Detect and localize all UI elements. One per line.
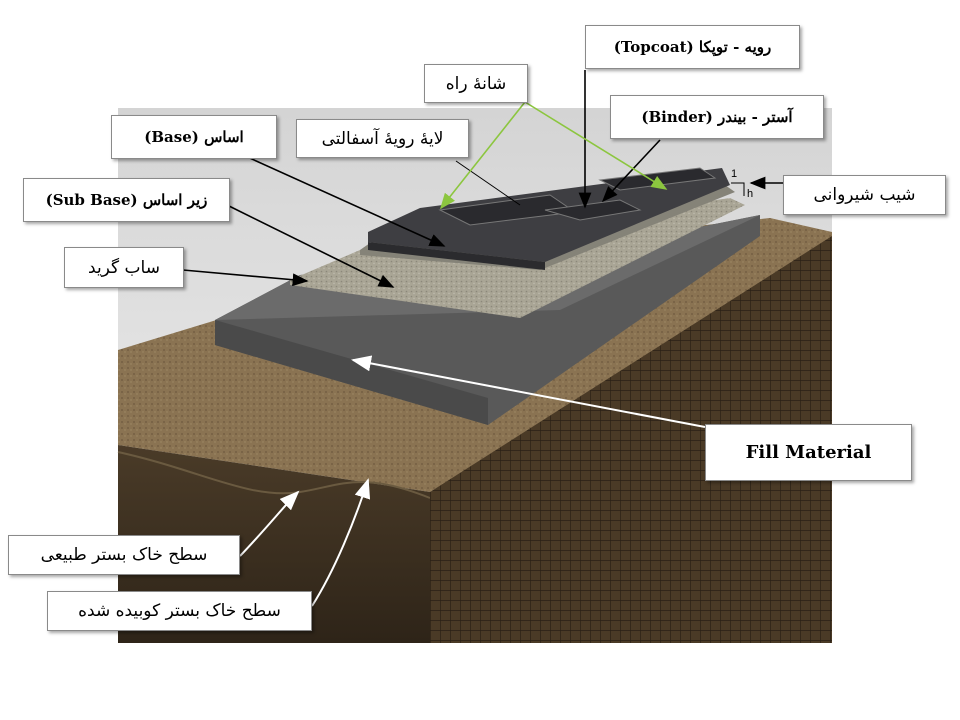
natural-soil-label: سطح خاک بستر طبیعی: [8, 535, 240, 575]
compacted-soil-label: سطح خاک بستر کوبیده شده: [47, 591, 312, 631]
shoulder-label: شانهٔ راه: [424, 64, 528, 103]
natural-soil-callout-line: [239, 490, 300, 557]
fill-material-label: Fill Material: [705, 424, 912, 481]
subgrade-callout-line: [182, 269, 309, 287]
compacted-soil-callout-line: [311, 478, 371, 607]
subgrade-label: ساب گرید: [64, 247, 184, 288]
slope-one-mark: 1: [731, 168, 738, 180]
subbase-callout-line: [226, 204, 395, 288]
asphalt-front-edge: [368, 242, 545, 270]
binder-callout-line: [601, 139, 661, 203]
asphalt-callout-line: [455, 160, 521, 206]
slope-ratio-mark: [731, 182, 745, 196]
subbase-label: (Sub Base) زیر اساس: [23, 178, 230, 222]
natural-soil-line: [117, 451, 431, 499]
topcoat-label: (Topcoat) رویه - توپکا: [585, 25, 800, 69]
topcoat-panel: [544, 199, 642, 221]
base-callout-line: [242, 154, 446, 247]
slope-h-mark: h: [747, 188, 754, 200]
asphalt-layer-label: لایهٔ رویهٔ آسفالتی: [296, 119, 469, 158]
slope-label: شیب شیروانی: [783, 175, 946, 215]
fill-callout-line: [351, 355, 706, 428]
ground-side-face: [430, 236, 832, 643]
shoulder-callout-left: [440, 101, 526, 210]
shoulder-callout-right: [524, 101, 668, 190]
base-label: (Base) اساس: [111, 115, 277, 159]
binder-label: (Binder) آستر - بیندر: [610, 95, 824, 139]
fill-material-front: [215, 320, 488, 425]
